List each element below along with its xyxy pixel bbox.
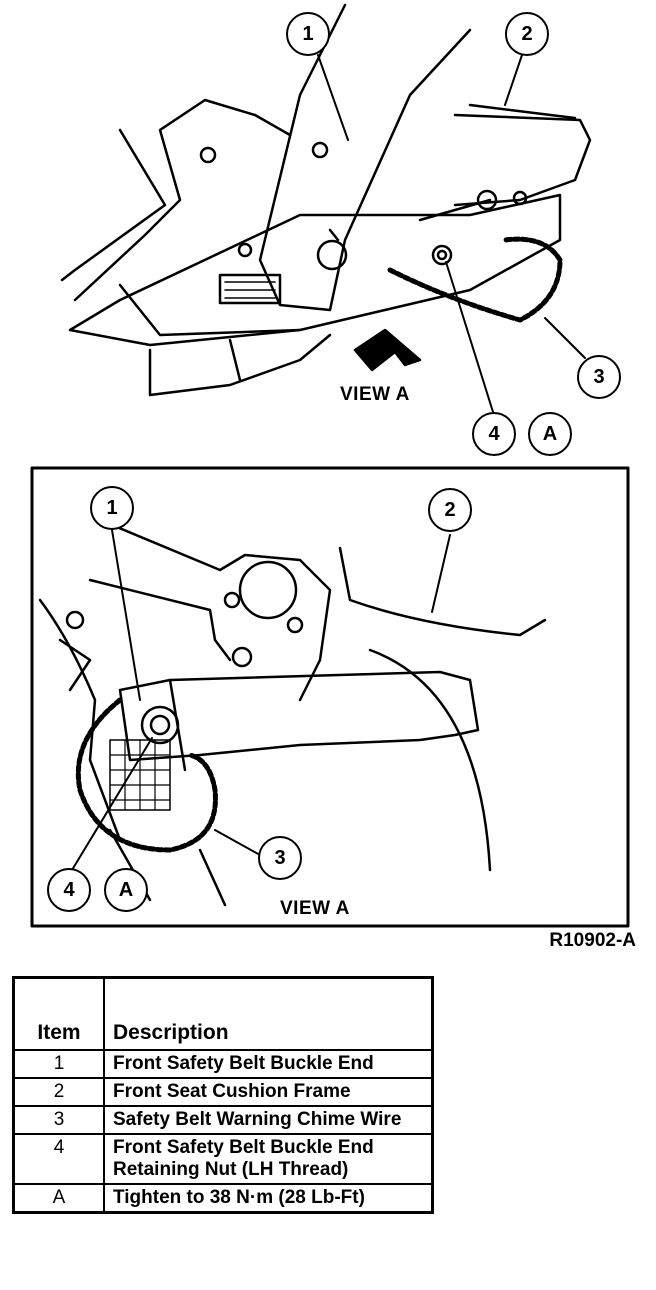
legend-item-number: 2: [12, 1077, 105, 1107]
legend-header-item: Item: [12, 976, 105, 1051]
detail-view-label: VIEW A: [280, 898, 350, 919]
legend-item-description: Front Safety Belt Buckle End: [103, 1049, 434, 1079]
top-view-label: VIEW A: [340, 384, 410, 405]
table-row: 2 Front Seat Cushion Frame: [12, 1077, 434, 1107]
table-row: 1 Front Safety Belt Buckle End: [12, 1049, 434, 1079]
table-row: A Tighten to 38 N·m (28 Lb-Ft): [12, 1183, 434, 1214]
top-callout-3: 3: [577, 355, 621, 399]
legend-item-description: Tighten to 38 N·m (28 Lb-Ft): [103, 1183, 434, 1214]
top-view-drawing: [60, 3, 592, 413]
detail-callout-3: 3: [258, 836, 302, 880]
legend-header-description: Description: [103, 976, 434, 1051]
figure-code: R10902-A: [549, 930, 636, 951]
top-callout-1: 1: [286, 12, 330, 56]
top-callout-4: 4: [472, 412, 516, 456]
legend-item-description: Front Safety Belt Buckle End Retaining N…: [103, 1133, 434, 1185]
legend-item-description: Safety Belt Warning Chime Wire: [103, 1105, 434, 1135]
legend-item-number: 4: [12, 1133, 105, 1185]
top-callout-A: A: [528, 412, 572, 456]
legend-item-number: 1: [12, 1049, 105, 1079]
table-row: 4 Front Safety Belt Buckle End Retaining…: [12, 1133, 434, 1185]
top-callout-2: 2: [505, 12, 549, 56]
detail-view-frame: [30, 466, 630, 928]
detail-callout-A: A: [104, 868, 148, 912]
diagram-artwork: [30, 3, 630, 928]
table-row: 3 Safety Belt Warning Chime Wire: [12, 1105, 434, 1135]
detail-callout-4: 4: [47, 868, 91, 912]
legend-item-number: A: [12, 1183, 105, 1214]
detail-callout-1: 1: [90, 486, 134, 530]
legend-table: Item Description 1 Front Safety Belt Buc…: [12, 976, 434, 1214]
detail-view-drawing: [38, 518, 547, 907]
legend-item-description: Front Seat Cushion Frame: [103, 1077, 434, 1107]
legend-item-number: 3: [12, 1105, 105, 1135]
legend-header-row: Item Description: [12, 976, 434, 1051]
detail-callout-2: 2: [428, 488, 472, 532]
